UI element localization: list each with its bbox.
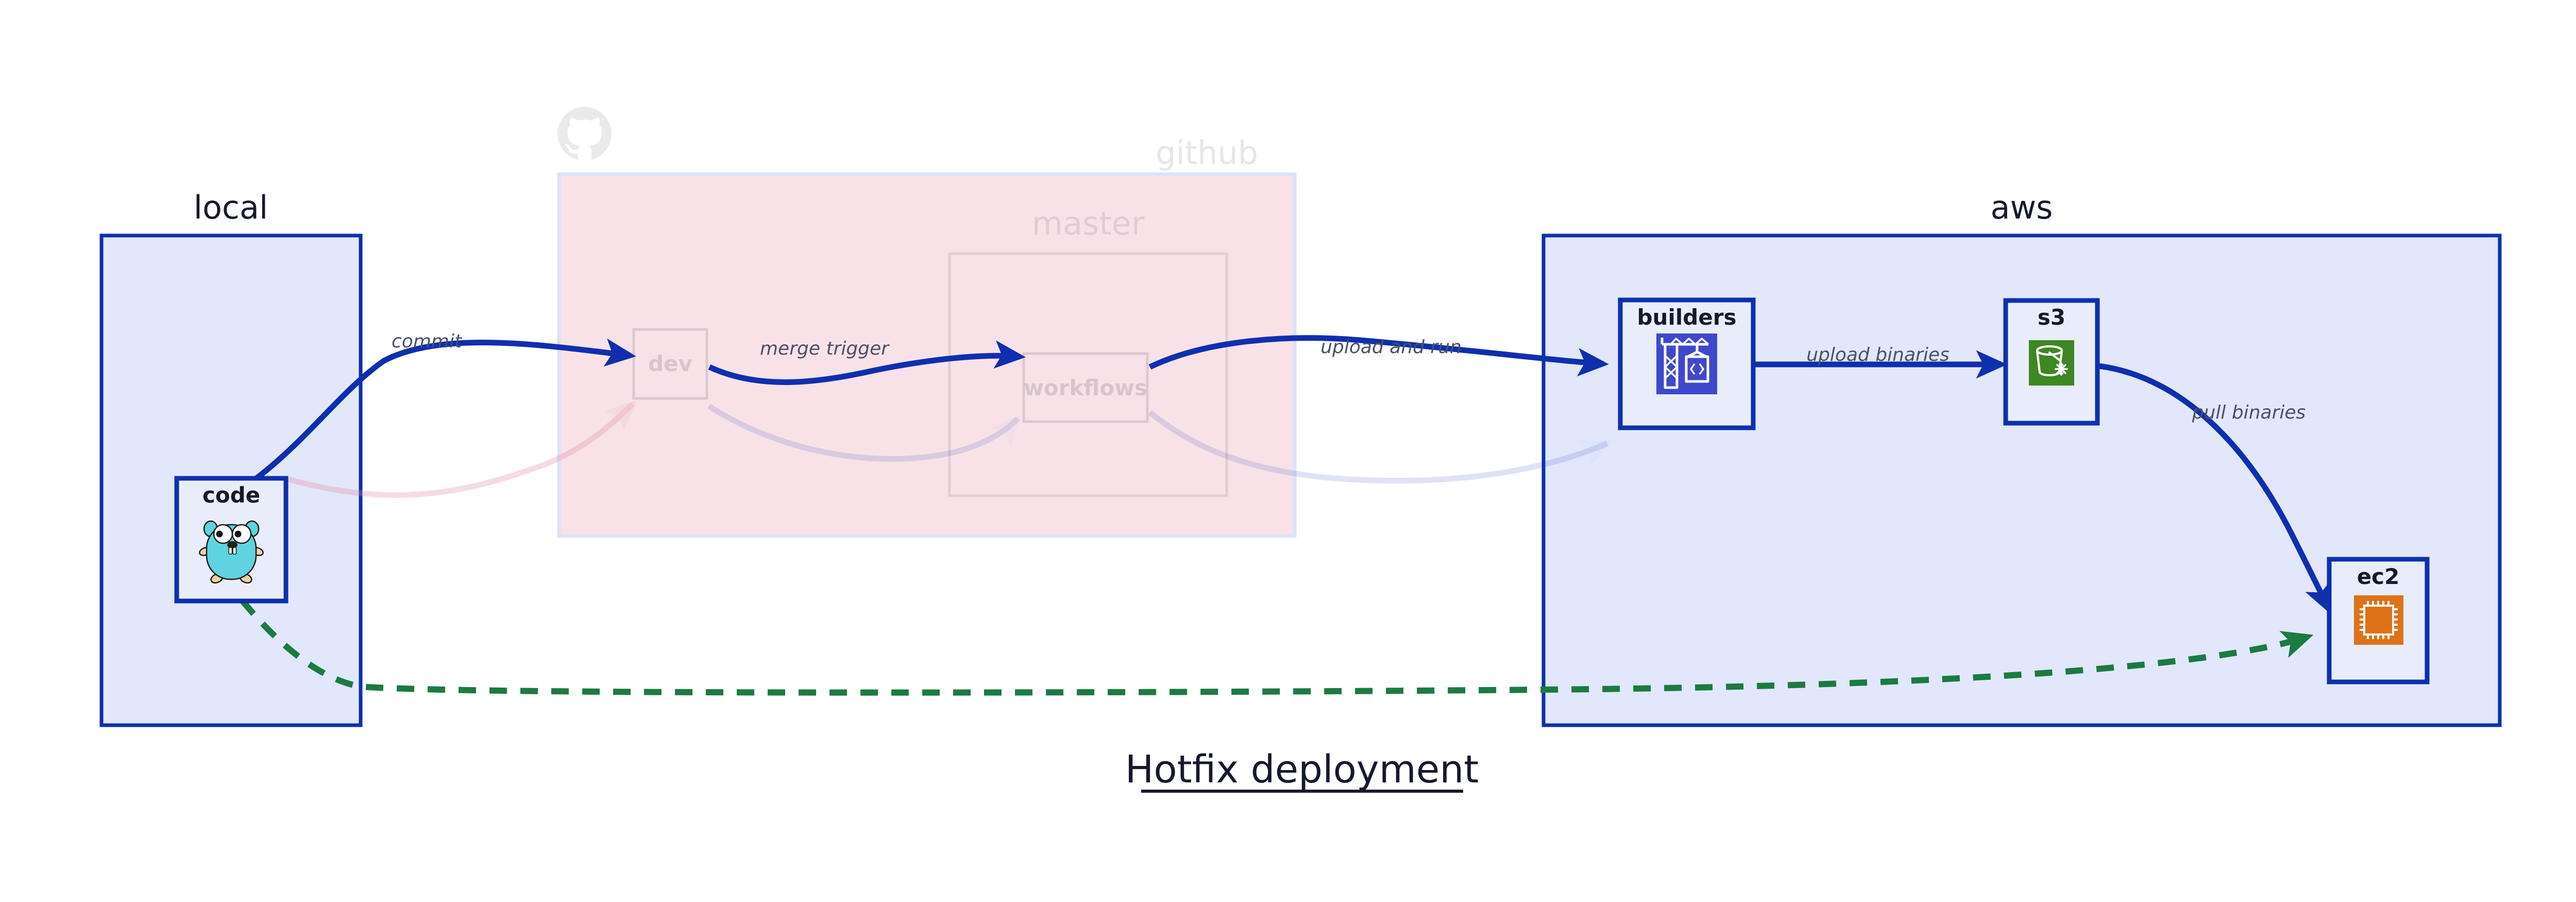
edge-label-merge-trigger: merge trigger (760, 338, 890, 359)
node-code[interactable]: code (174, 476, 289, 604)
node-dev[interactable]: dev (632, 328, 708, 400)
edge-group-solid: commit merge trigger upload and run uplo… (253, 331, 2332, 615)
edge-dev-workflows-faded (707, 404, 1022, 462)
edge-label-pull-binaries: pull binaries (2192, 402, 2306, 423)
diagram-title: Hotfix deployment (1125, 747, 1479, 793)
edge-group-faded (287, 400, 1613, 498)
aws-codebuild-icon (1656, 333, 1717, 394)
node-ec2-label: ec2 (2357, 564, 2400, 589)
aws-ec2-icon (2354, 595, 2403, 645)
edge-label-upload-and-run: upload and run (1320, 337, 1462, 358)
edge-workflows-builders-faded (1148, 410, 1613, 484)
edge-code-dev (253, 338, 636, 482)
edge-code-dev-faded (287, 400, 637, 498)
node-dev-label: dev (648, 351, 692, 376)
cluster-local-label: local (194, 189, 268, 226)
edge-code-ec2-dashed (240, 598, 2314, 696)
cluster-github-label: github (1156, 134, 1258, 172)
cluster-aws-label: aws (1990, 189, 2053, 226)
cluster-github: github master (557, 107, 1297, 538)
edge-dev-workflows (708, 340, 1026, 385)
diagram-title-text: Hotfix deployment (1125, 747, 1479, 792)
node-workflows-box[interactable] (1022, 352, 1149, 423)
aws-s3-glacier-icon (2029, 340, 2074, 386)
node-builders[interactable]: builders (1618, 297, 1756, 430)
node-workflows-label: workflows (1024, 375, 1147, 400)
node-ec2[interactable]: ec2 (2327, 557, 2430, 684)
edge-s3-ec2 (2098, 363, 2332, 615)
edge-workflows-builders (1148, 335, 1609, 377)
cluster-local: local (99, 189, 363, 727)
subcluster-master: master (948, 205, 1228, 497)
edge-label-upload-binaries: upload binaries (1806, 344, 1950, 365)
node-builders-label: builders (1637, 305, 1736, 330)
github-octocat-icon (557, 107, 612, 160)
edge-label-commit: commit (392, 331, 463, 352)
node-code-label: code (202, 482, 260, 508)
node-workflows[interactable]: workflows (1022, 352, 1149, 423)
subcluster-master-box (948, 252, 1228, 497)
node-s3-label: s3 (2038, 305, 2065, 330)
go-gopher-icon (199, 520, 264, 584)
node-s3[interactable]: s3 (2003, 298, 2100, 426)
subcluster-master-label: master (1032, 205, 1145, 242)
